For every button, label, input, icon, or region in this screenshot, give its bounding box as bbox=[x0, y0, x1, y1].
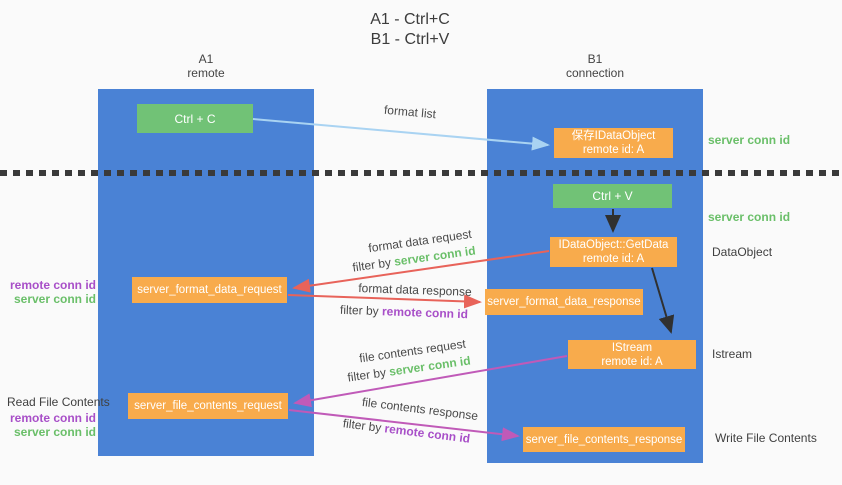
conn-id-pair-top: remote conn id server conn id bbox=[10, 278, 96, 306]
conn-id-pair-bottom: remote conn id server conn id bbox=[10, 411, 96, 439]
dataobject-label: DataObject bbox=[712, 245, 773, 259]
server-conn-id-label-left-bottom: server conn id bbox=[13, 425, 96, 439]
istream-label: Istream bbox=[712, 347, 753, 361]
format-request-node: server_format_data_request bbox=[132, 277, 287, 303]
file-request-node: server_file_contents_request bbox=[128, 393, 288, 419]
format-data-response-label: format data response bbox=[358, 281, 472, 299]
column-a1-header: A1 remote bbox=[98, 52, 314, 80]
filter-server-2-prefix: filter by bbox=[346, 364, 391, 385]
filter-remote-2-value: remote conn id bbox=[383, 421, 471, 446]
column-a1-role: remote bbox=[187, 66, 225, 80]
getdata-line1: IDataObject::GetData bbox=[558, 239, 669, 251]
column-b1-role: connection bbox=[565, 66, 625, 80]
session-divider bbox=[0, 170, 842, 176]
istream-line2: remote id: A bbox=[601, 355, 663, 368]
ctrl-v-key: Ctrl + V bbox=[553, 184, 672, 208]
save-dataobject-line1: 保存IDataObject bbox=[571, 130, 656, 142]
title-line-1: A1 - Ctrl+C bbox=[370, 11, 450, 28]
save-dataobject-line2: remote id: A bbox=[582, 144, 645, 156]
filter-server-1-prefix: filter by bbox=[351, 254, 396, 275]
getdata-line2: remote id: A bbox=[582, 253, 645, 265]
ctrl-c-key: Ctrl + C bbox=[137, 104, 253, 133]
server-conn-id-label-top: server conn id bbox=[708, 133, 791, 147]
read-file-contents-label: Read File Contents bbox=[7, 395, 110, 409]
column-b1-id: B1 bbox=[587, 52, 603, 66]
title-line-2: B1 - Ctrl+V bbox=[370, 31, 450, 48]
istream-line1: IStream bbox=[611, 341, 653, 354]
filter-remote-1-label: filter by remote conn id bbox=[328, 302, 480, 321]
getdata-node: IDataObject::GetData remote id: A bbox=[550, 237, 677, 267]
filter-remote-1-value: remote conn id bbox=[381, 304, 469, 322]
filter-remote-1-prefix: filter by bbox=[339, 302, 383, 319]
server-conn-id-label-mid: server conn id bbox=[708, 210, 791, 224]
filter-remote-2-prefix: filter by bbox=[342, 416, 386, 436]
istream-node: IStream remote id: A bbox=[568, 340, 696, 369]
save-dataobject-node: 保存IDataObject remote id: A bbox=[554, 128, 673, 158]
remote-conn-id-label-top: remote conn id bbox=[10, 278, 97, 292]
write-file-contents-label: Write File Contents bbox=[715, 431, 817, 445]
column-b1-header: B1 connection bbox=[487, 52, 703, 80]
format-response-node: server_format_data_response bbox=[485, 289, 643, 315]
remote-conn-id-label-bottom: remote conn id bbox=[10, 411, 97, 425]
format-list-label: format list bbox=[383, 102, 437, 122]
diagram-title: A1 - Ctrl+C B1 - Ctrl+V bbox=[300, 10, 520, 50]
server-conn-id-label-left-top: server conn id bbox=[13, 292, 96, 306]
file-response-node: server_file_contents_response bbox=[523, 427, 685, 452]
column-a1-id: A1 bbox=[198, 52, 214, 66]
